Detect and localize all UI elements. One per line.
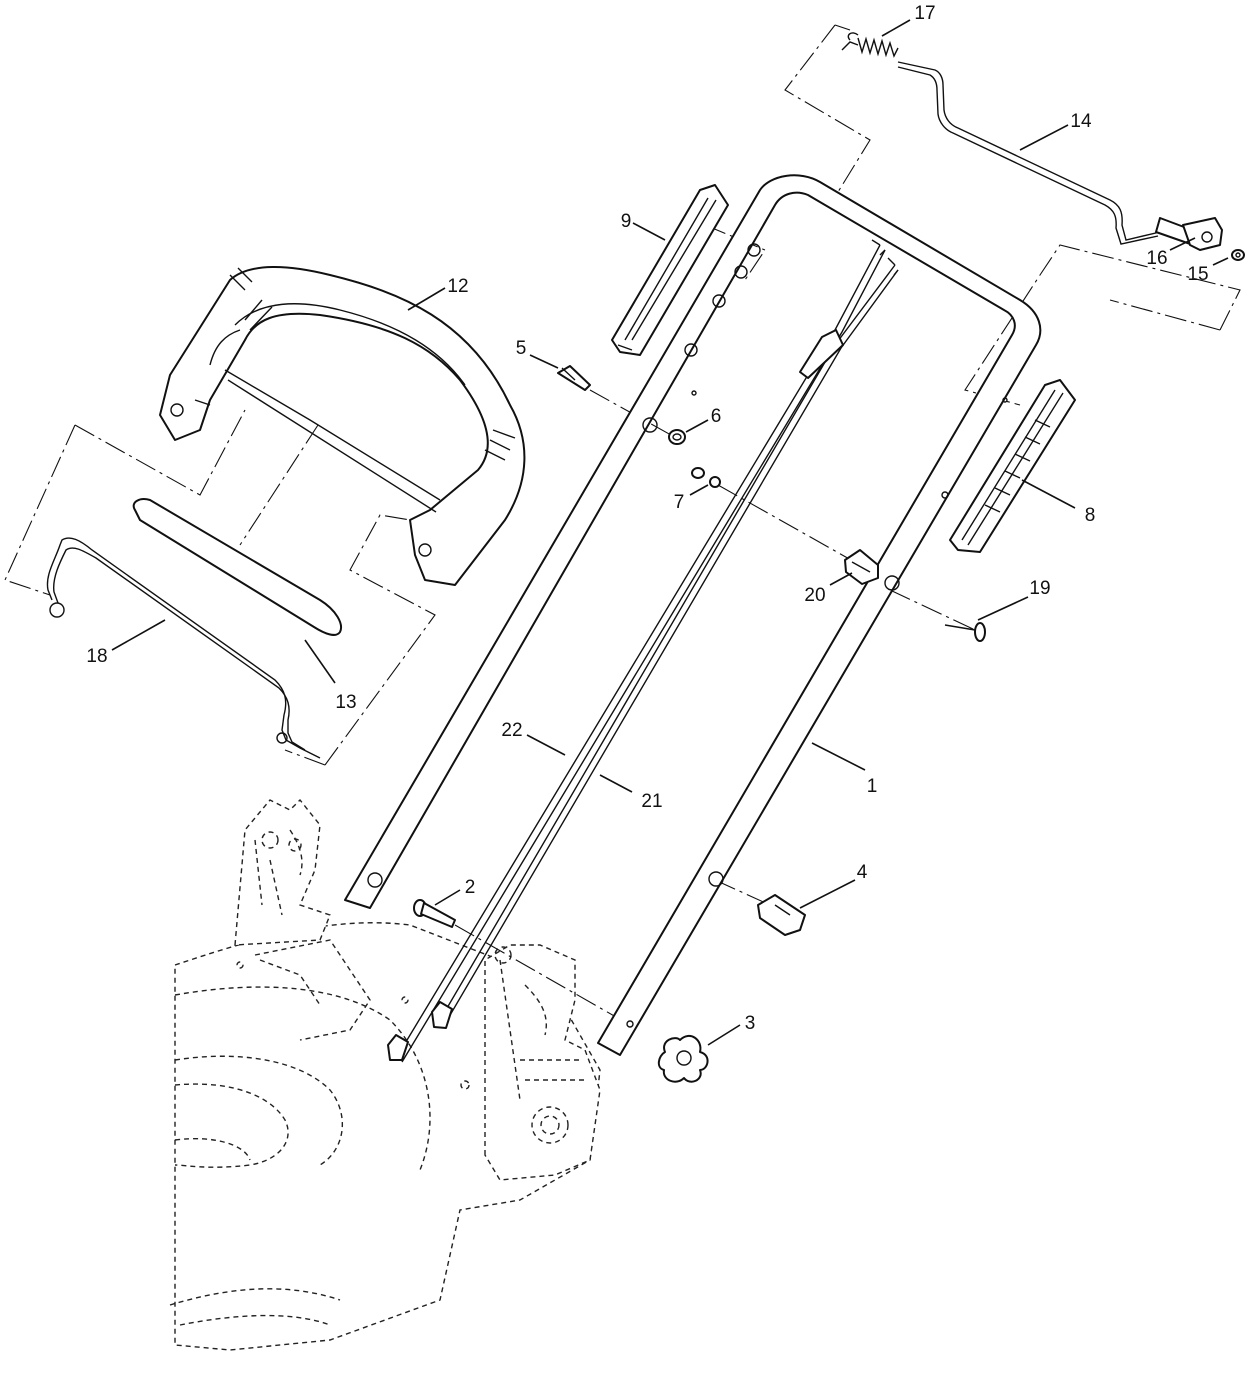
control-cables — [387, 239, 899, 1063]
assembly-phantom-lines — [4, 24, 1241, 1026]
callout-9: 9 — [621, 211, 632, 232]
handle-tube — [344, 174, 1042, 1056]
washer-15 — [1231, 249, 1245, 261]
extension-spring — [841, 32, 899, 58]
callout-16: 16 — [1146, 248, 1167, 269]
control-rod — [897, 61, 1201, 247]
callout-15: 15 — [1187, 264, 1208, 285]
handle-knob — [657, 1034, 709, 1083]
right-cable-guide — [949, 379, 1076, 553]
left-cable-guide — [611, 184, 729, 356]
callout-12: 12 — [447, 276, 468, 297]
handle-block — [757, 894, 806, 936]
callout-3: 3 — [745, 1013, 756, 1034]
retaining-pin — [557, 365, 591, 391]
nut-and-washer-7 — [691, 467, 721, 488]
callout-19: 19 — [1029, 578, 1050, 599]
carriage-bolt-19 — [944, 622, 986, 642]
callout-14: 14 — [1070, 111, 1092, 132]
leader-lines — [111, 19, 1229, 1046]
callout-7: 7 — [674, 492, 685, 513]
callout-6: 6 — [711, 406, 722, 427]
pivot-bracket — [1182, 217, 1223, 251]
bail-housing — [159, 266, 526, 586]
callout-2: 2 — [465, 877, 476, 898]
callout-8: 8 — [1085, 505, 1096, 526]
bail-rod — [46, 537, 321, 759]
bolt-2 — [413, 899, 456, 928]
callout-1: 1 — [867, 776, 878, 797]
mower-deck-outline — [169, 798, 601, 1351]
cable-clip — [844, 549, 879, 585]
callout-13: 13 — [335, 692, 356, 713]
callout-21: 21 — [641, 791, 662, 812]
nut-6 — [668, 429, 686, 445]
callout-5: 5 — [516, 338, 527, 359]
callout-17: 17 — [914, 3, 935, 24]
callout-22: 22 — [501, 720, 522, 741]
callout-labels: 1 2 3 4 5 6 7 8 9 12 13 14 15 16 17 18 1… — [86, 3, 1208, 1034]
callout-4: 4 — [857, 862, 868, 883]
bail-grip-pad — [132, 498, 342, 636]
callout-18: 18 — [86, 646, 107, 667]
callout-20: 20 — [804, 585, 825, 606]
